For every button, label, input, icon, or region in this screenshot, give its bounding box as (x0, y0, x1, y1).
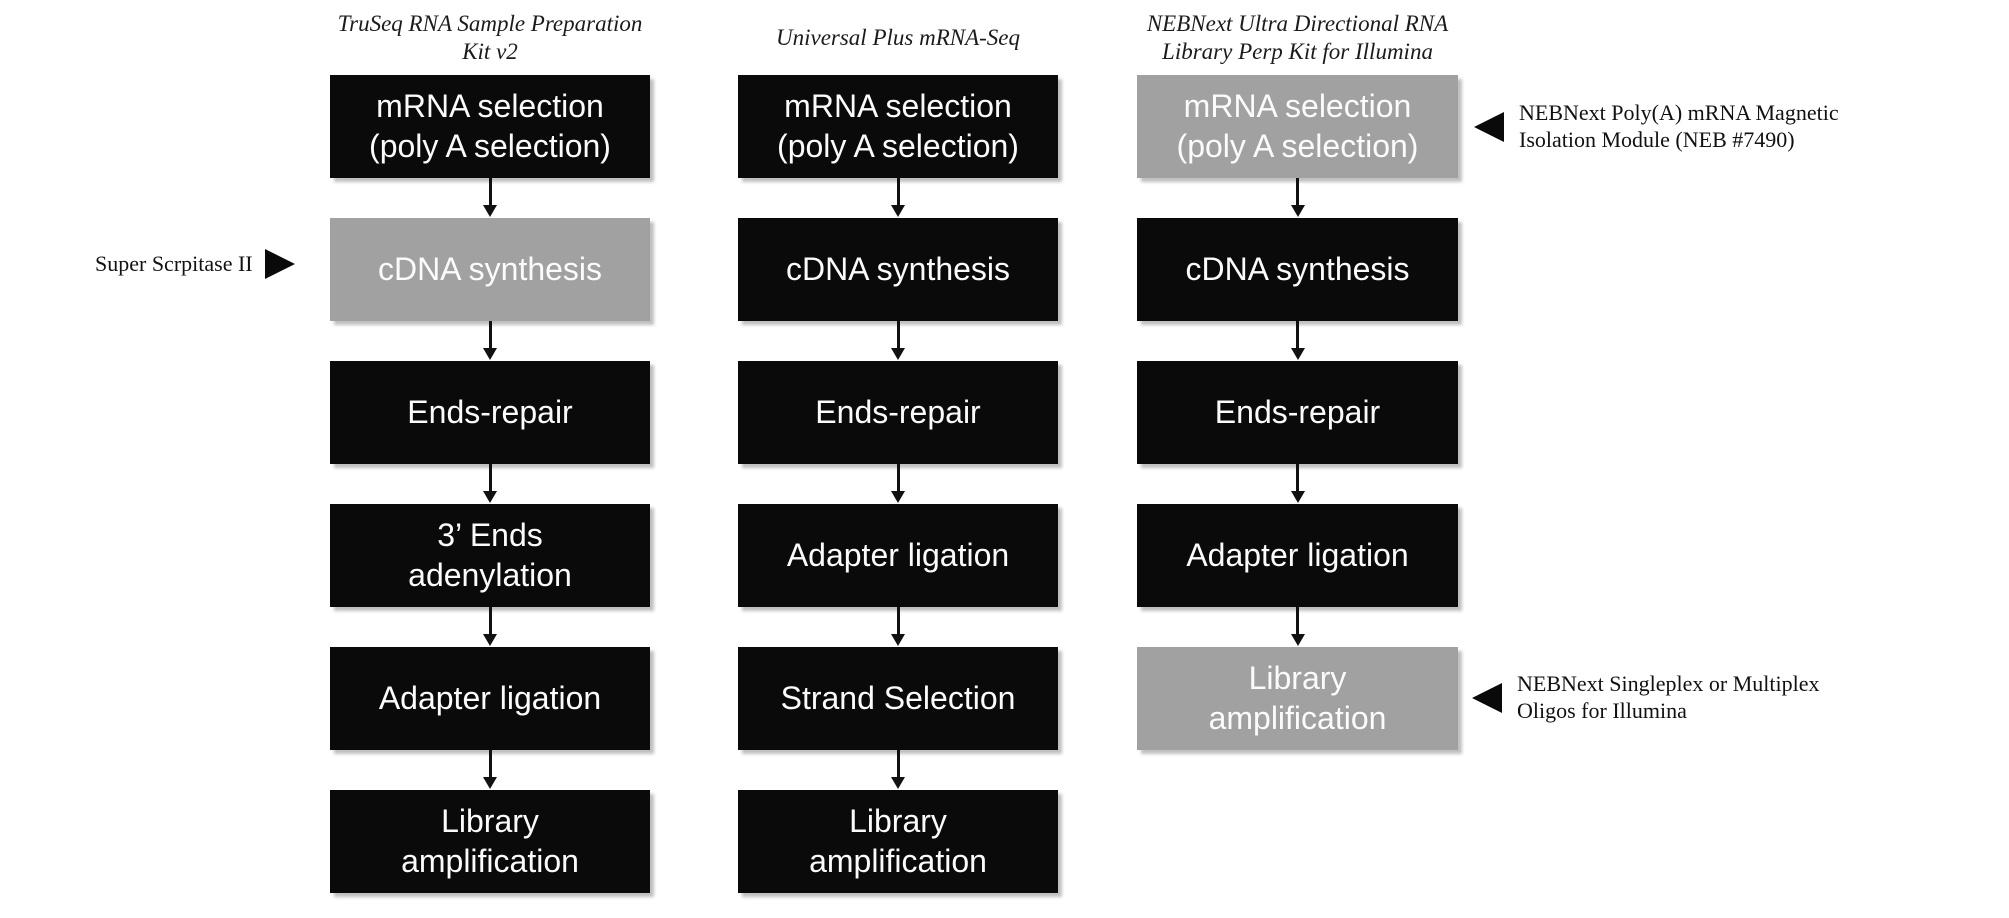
step-nebnext-adapter-ligation: Adapter ligation (1137, 504, 1458, 607)
step-label: Adapter ligation (378, 679, 602, 716)
step-universal-cdna-synthesis: cDNA synthesis (738, 218, 1058, 321)
annotation-super-scriptase: Super Scrpitase II (95, 249, 295, 279)
step-nebnext-cdna-synthesis: cDNA synthesis (1137, 218, 1458, 321)
step-label: Adapter ligation (1186, 536, 1409, 573)
triangle-left-icon (1474, 111, 1504, 142)
step-truseq-cdna-synthesis: cDNA synthesis (330, 218, 650, 321)
flow-column-universal-plus: Universal Plus mRNA-Seq mRNA selection (… (738, 0, 1058, 893)
down-arrow-icon (330, 607, 650, 647)
down-arrow-icon (1137, 464, 1458, 504)
annotation-nebnext-oligos: NEBNext Singleplex or Multiplex Oligos f… (1472, 671, 1819, 725)
step-truseq-ends-repair: Ends-repair (330, 361, 650, 464)
step-universal-adapter-ligation: Adapter ligation (738, 504, 1058, 607)
down-arrow-icon (738, 750, 1058, 790)
annotation-nebnext-isolation-module: NEBNext Poly(A) mRNA Magnetic Isolation … (1474, 100, 1839, 154)
flow-column-truseq: TruSeq RNA Sample Preparation Kit v2 mRN… (330, 0, 650, 893)
flow-column-nebnext: NEBNext Ultra Directional RNA Library Pe… (1137, 0, 1458, 750)
down-arrow-icon (738, 607, 1058, 647)
annotation-text: NEBNext Poly(A) mRNA Magnetic Isolation … (1519, 100, 1839, 152)
down-arrow-icon (738, 178, 1058, 218)
step-truseq-adapter-ligation: Adapter ligation (330, 647, 650, 750)
step-label: cDNA synthesis (785, 250, 1011, 287)
down-arrow-icon (330, 750, 650, 790)
column-title-universal-plus: Universal Plus mRNA-Seq (775, 24, 1020, 50)
step-label: mRNA selection (poly A selection) (777, 88, 1019, 164)
column-title-truseq: TruSeq RNA Sample Preparation Kit v2 (337, 11, 643, 64)
step-label: Library amplification (1208, 660, 1387, 736)
step-label: Strand Selection (780, 679, 1016, 716)
down-arrow-icon (1137, 607, 1458, 647)
step-label: Ends-repair (1214, 393, 1381, 430)
step-universal-strand-selection: Strand Selection (738, 647, 1058, 750)
down-arrow-icon (330, 464, 650, 504)
triangle-left-icon (1472, 682, 1502, 713)
step-label: Library amplification (401, 803, 579, 879)
step-truseq-mrna-selection: mRNA selection (poly A selection) (330, 75, 650, 178)
step-label: mRNA selection (poly A selection) (369, 88, 611, 164)
step-truseq-3-ends-adenylation: 3’ Ends adenylation (330, 504, 650, 607)
column-title-nebnext: NEBNext Ultra Directional RNA Library Pe… (1146, 11, 1449, 64)
step-label: Ends-repair (407, 393, 573, 430)
step-label: cDNA synthesis (1185, 250, 1410, 287)
down-arrow-icon (738, 464, 1058, 504)
step-nebnext-mrna-selection: mRNA selection (poly A selection) (1137, 75, 1458, 178)
step-nebnext-ends-repair: Ends-repair (1137, 361, 1458, 464)
step-label: Ends-repair (815, 393, 981, 430)
triangle-right-icon (264, 249, 295, 279)
annotation-text: NEBNext Singleplex or Multiplex Oligos f… (1517, 671, 1820, 723)
down-arrow-icon (330, 178, 650, 218)
step-label: mRNA selection (poly A selection) (1176, 88, 1419, 164)
step-universal-library-amplification: Library amplification (738, 790, 1058, 893)
down-arrow-icon (1137, 321, 1458, 361)
step-label: 3’ Ends adenylation (408, 517, 572, 593)
step-label: Adapter ligation (786, 536, 1010, 573)
step-nebnext-library-amplification: Library amplification (1137, 647, 1458, 750)
step-universal-mrna-selection: mRNA selection (poly A selection) (738, 75, 1058, 178)
down-arrow-icon (738, 321, 1058, 361)
step-label: cDNA synthesis (377, 250, 603, 287)
step-truseq-library-amplification: Library amplification (330, 790, 650, 893)
step-universal-ends-repair: Ends-repair (738, 361, 1058, 464)
step-label: Library amplification (809, 803, 987, 879)
down-arrow-icon (1137, 178, 1458, 218)
down-arrow-icon (330, 321, 650, 361)
annotation-text: Super Scrpitase II (95, 250, 253, 276)
